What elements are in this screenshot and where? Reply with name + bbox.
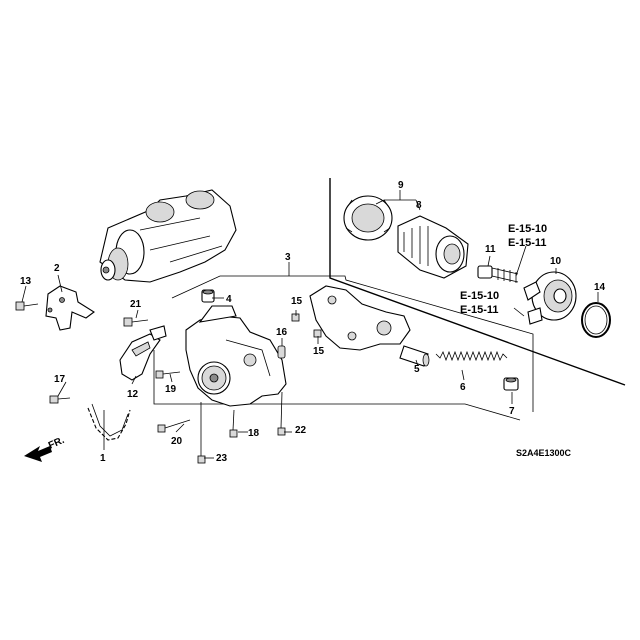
callout-15a: 15 <box>291 296 303 307</box>
reference-lower-2[interactable]: E-15-11 <box>460 304 499 316</box>
callout-19: 19 <box>165 384 177 395</box>
bracket-illustration <box>45 285 95 331</box>
callout-4: 4 <box>226 294 232 305</box>
bolt-illustration <box>197 402 206 464</box>
leader-lines <box>21 190 599 459</box>
oil-filter-box <box>329 178 626 386</box>
callout-22: 22 <box>295 425 307 436</box>
callout-13: 13 <box>20 276 32 287</box>
filter-wrench-illustration <box>343 195 393 241</box>
o-ring-illustration <box>581 302 611 338</box>
callout-10: 10 <box>550 256 562 267</box>
bolt-illustration <box>313 329 322 338</box>
reference-upper-2[interactable]: E-15-11 <box>508 237 547 249</box>
callout-2: 2 <box>54 263 60 274</box>
callout-7: 7 <box>509 406 515 417</box>
relief-valve-illustration <box>399 345 430 367</box>
crankshaft-illustration <box>99 189 237 283</box>
callout-6: 6 <box>460 382 466 393</box>
collar-illustration <box>201 289 215 303</box>
oil-pump-housing-illustration <box>309 285 411 351</box>
oil-pump-assembly-box <box>153 262 534 421</box>
callout-17: 17 <box>54 374 66 385</box>
callout-12: 12 <box>127 389 139 400</box>
bolt-illustration <box>157 419 191 433</box>
oil-cooler-illustration <box>523 271 577 325</box>
callout-23: 23 <box>216 453 228 464</box>
chain-tensioner-illustration <box>119 325 167 381</box>
front-direction-label: FR. <box>47 435 66 452</box>
callout-14: 14 <box>594 282 606 293</box>
bolt-illustration <box>155 370 181 379</box>
reference-lower-1[interactable]: E-15-10 <box>460 290 499 302</box>
callout-3: 3 <box>285 252 291 263</box>
callout-11: 11 <box>485 244 496 255</box>
bolt-illustration <box>291 313 300 322</box>
bolt-illustration <box>123 317 149 327</box>
spring-illustration <box>435 350 508 362</box>
callout-21: 21 <box>130 299 142 310</box>
callout-15b: 15 <box>313 346 325 357</box>
bolt-illustration <box>49 395 71 404</box>
bolt-illustration <box>277 391 286 436</box>
oil-pump-illustration <box>185 305 287 407</box>
bolt-illustration <box>229 409 238 438</box>
bolt-illustration <box>15 301 39 311</box>
oil-filter-illustration <box>397 215 469 279</box>
callout-8: 8 <box>416 200 422 211</box>
callout-16: 16 <box>276 327 288 338</box>
callout-9: 9 <box>398 180 404 191</box>
callout-18: 18 <box>248 428 260 439</box>
front-direction-arrow: FR. <box>24 435 66 462</box>
threaded-bolt-illustration <box>477 265 519 283</box>
dowel-pin-illustration <box>277 345 286 359</box>
reference-upper-1[interactable]: E-15-10 <box>508 223 547 235</box>
plug-illustration <box>503 377 519 391</box>
callout-1: 1 <box>100 453 106 464</box>
callout-5: 5 <box>414 364 420 375</box>
diagram-code: S2A4E1300C <box>516 448 572 458</box>
callout-numbers: 1 2 3 4 5 6 7 8 9 10 11 12 13 14 15 15 1… <box>20 180 606 464</box>
callout-20: 20 <box>171 436 183 447</box>
chain-illustration <box>87 403 131 441</box>
section-references: E-15-10 E-15-11 E-15-10 E-15-11 <box>460 223 547 316</box>
